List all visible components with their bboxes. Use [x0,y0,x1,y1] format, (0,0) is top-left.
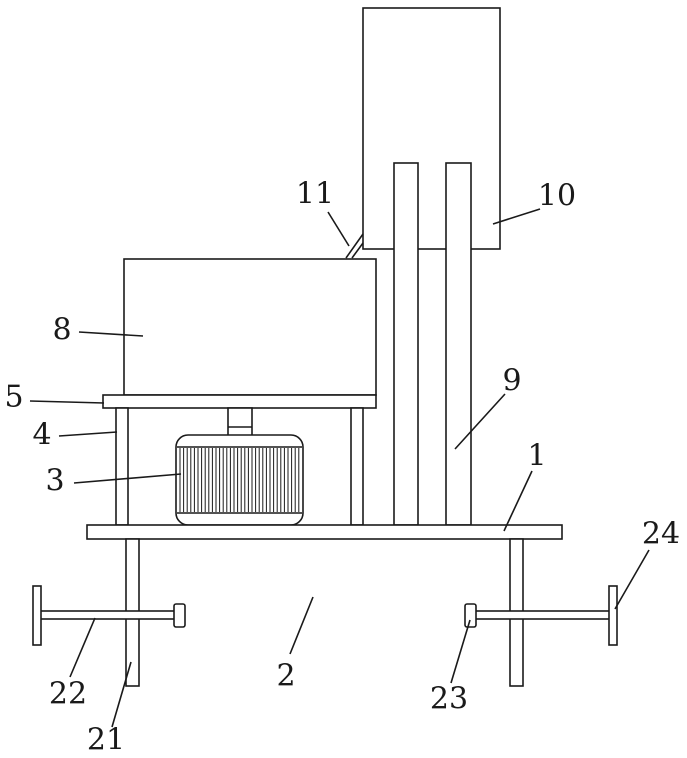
leader-21 [112,662,131,727]
base-plate [87,525,562,539]
callout-23: 23 [430,682,468,717]
leader-1 [504,471,532,531]
callout-5: 5 [4,380,23,415]
callout-24: 24 [642,517,680,552]
adjusting-rod-left [33,586,185,645]
column-right [446,163,471,525]
box [124,259,376,395]
end-cap-left [174,604,185,627]
leader-24 [615,550,649,609]
callout-1: 1 [527,439,546,474]
plate [103,395,376,408]
leader-4 [59,432,117,436]
callout-9: 9 [502,364,521,399]
support-leg-right [351,408,363,525]
column-left [394,163,418,525]
handwheel-right [609,586,617,645]
leader-22 [70,618,95,677]
leader-5 [30,401,104,403]
end-cap-right [465,604,476,627]
callout-8: 8 [52,313,71,348]
callout-10: 10 [538,179,576,214]
callout-11: 11 [296,177,334,212]
adjusting-rod-right [465,586,617,645]
callout-3: 3 [45,464,64,499]
handwheel-left [33,586,41,645]
callout-2: 2 [276,659,295,694]
callout-4: 4 [32,418,51,453]
support-leg-left [116,408,128,525]
leader-2 [290,597,313,654]
callout-21: 21 [87,723,125,758]
leader-11 [328,212,349,246]
motor [176,435,303,525]
upper-housing [363,8,500,249]
motor-shaft [228,408,252,436]
callout-22: 22 [49,677,87,712]
leader-23 [451,620,470,683]
